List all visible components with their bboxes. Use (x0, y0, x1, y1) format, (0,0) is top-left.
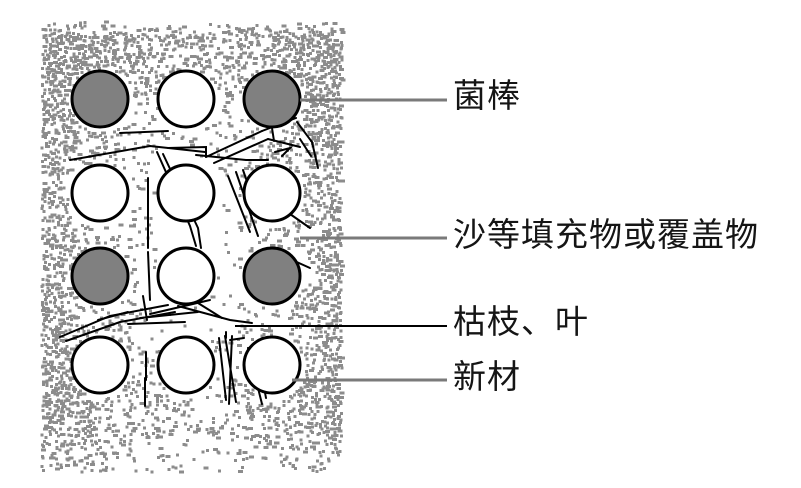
mushroom-stick-empty (242, 163, 302, 223)
mushroom-stick-empty (70, 335, 130, 395)
mushroom-stick-empty (156, 69, 216, 129)
mushroom-stick-circles (70, 69, 302, 395)
mushroom-stick-empty (156, 246, 216, 306)
mushroom-stick-filled (242, 246, 302, 306)
mushroom-stick-empty (242, 335, 302, 395)
label-dead-branches-leaves: 枯枝、叶 (453, 302, 589, 341)
mushroom-stick-empty (70, 163, 130, 223)
mushroom-stick-filled (242, 69, 302, 129)
mushroom-stick-filled (70, 246, 130, 306)
label-new-material: 新材 (453, 357, 521, 396)
mushroom-stick-filled (70, 69, 130, 129)
label-mushroom-stick: 菌棒 (453, 76, 521, 115)
label-leader-lines (235, 98, 447, 382)
mushroom-stick-empty (156, 335, 216, 395)
mushroom-stick-empty (156, 163, 216, 223)
label-sand-filler-or-cover: 沙等填充物或覆盖物 (453, 215, 759, 254)
substrate-speckle-texture (40, 20, 346, 474)
